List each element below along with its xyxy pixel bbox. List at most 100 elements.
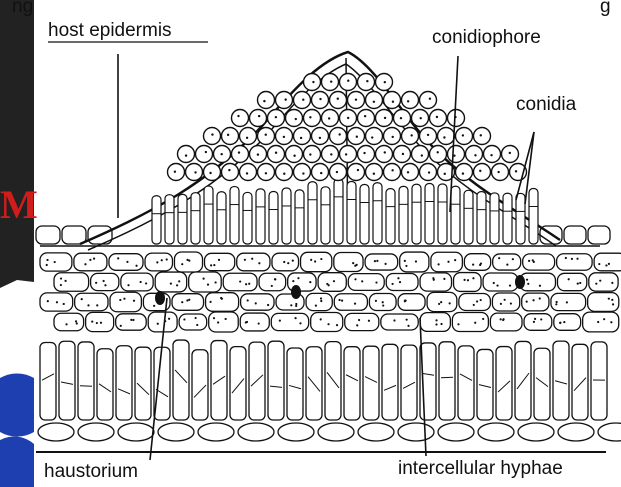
conidium bbox=[196, 146, 213, 163]
palisade-cell-wall bbox=[441, 377, 453, 378]
conidium bbox=[240, 128, 257, 145]
cell-content-dot bbox=[258, 262, 260, 264]
mesophyll-cell bbox=[520, 273, 556, 291]
cell-content-dot bbox=[292, 259, 294, 261]
cell-content-dot bbox=[509, 284, 511, 286]
upper-epidermis-cell bbox=[564, 226, 586, 244]
cell-content-dot bbox=[47, 300, 49, 302]
conidium-nucleus-dot bbox=[246, 172, 248, 174]
conidiophore bbox=[321, 187, 330, 244]
cell-content-dot bbox=[327, 323, 329, 325]
cell-content-dot bbox=[443, 278, 445, 280]
cell-content-dot bbox=[449, 302, 451, 304]
palisade-cell bbox=[268, 341, 284, 420]
conidium-nucleus-dot bbox=[407, 100, 409, 102]
cell-content-dot bbox=[608, 298, 610, 300]
conidium bbox=[304, 110, 321, 127]
label-haustorium: haustorium bbox=[44, 461, 138, 482]
cell-content-dot bbox=[64, 280, 66, 282]
cell-content-dot bbox=[65, 323, 67, 325]
cell-content-dot bbox=[244, 259, 246, 261]
palisade-cell bbox=[439, 342, 455, 420]
cell-content-dot bbox=[432, 277, 434, 279]
conidium-nucleus-dot bbox=[258, 115, 260, 117]
conidium bbox=[420, 92, 437, 109]
cell-content-dot bbox=[576, 258, 578, 260]
conidium bbox=[448, 146, 465, 163]
leaf-tissue-drawing bbox=[36, 226, 621, 452]
conidium-nucleus-dot bbox=[337, 97, 339, 99]
cell-content-dot bbox=[213, 264, 215, 266]
cell-content-dot bbox=[368, 320, 370, 322]
cell-content-dot bbox=[532, 299, 534, 301]
label-intercellular-hyphae: intercellular hyphae bbox=[398, 458, 563, 479]
conidium-nucleus-dot bbox=[497, 171, 499, 173]
mesophyll-cell bbox=[155, 272, 187, 292]
conidium-nucleus-dot bbox=[462, 134, 464, 136]
palisade-cell bbox=[40, 342, 56, 420]
cell-content-dot bbox=[406, 319, 408, 321]
cell-content-dot bbox=[393, 319, 395, 321]
conidium bbox=[430, 146, 447, 163]
conidium-nucleus-dot bbox=[174, 171, 176, 173]
cell-content-dot bbox=[480, 299, 482, 301]
conidium-nucleus-dot bbox=[364, 115, 366, 117]
lower-epidermis-cell bbox=[438, 423, 474, 441]
cell-content-dot bbox=[399, 281, 401, 283]
mesophyll-cell bbox=[334, 294, 367, 311]
cell-content-dot bbox=[170, 283, 172, 285]
conidiophore bbox=[295, 190, 304, 244]
cell-content-dot bbox=[415, 260, 417, 262]
conidium bbox=[358, 74, 375, 91]
conidiophore bbox=[438, 184, 447, 244]
label-host-epidermis: host epidermis bbox=[48, 20, 172, 41]
cell-content-dot bbox=[135, 265, 137, 267]
cell-content-dot bbox=[404, 260, 406, 262]
conidiophore bbox=[334, 179, 343, 244]
conidium-nucleus-dot bbox=[363, 152, 365, 154]
conidium bbox=[474, 128, 491, 145]
cell-content-dot bbox=[528, 260, 530, 262]
mesophyll-cell bbox=[345, 313, 379, 330]
conidium bbox=[286, 110, 303, 127]
cell-content-dot bbox=[493, 282, 495, 284]
cell-content-dot bbox=[404, 300, 406, 302]
cell-content-dot bbox=[463, 279, 465, 281]
cell-content-dot bbox=[440, 323, 442, 325]
cell-content-dot bbox=[314, 260, 316, 262]
cell-content-dot bbox=[168, 318, 170, 320]
conidium-nucleus-dot bbox=[194, 171, 196, 173]
conidium-nucleus-dot bbox=[319, 137, 321, 139]
mesophyll-cell bbox=[209, 312, 239, 332]
palisade-cell bbox=[382, 344, 398, 420]
conidium-nucleus-dot bbox=[246, 137, 248, 139]
mesophyll-cell bbox=[557, 254, 592, 271]
conidiophore bbox=[308, 182, 317, 244]
mesophyll-cell bbox=[594, 253, 621, 271]
cell-content-dot bbox=[598, 263, 600, 265]
cell-content-dot bbox=[472, 277, 474, 279]
mesophyll-cell bbox=[75, 293, 108, 311]
conidiophore bbox=[360, 184, 369, 244]
conidiophore bbox=[191, 193, 200, 244]
cell-content-dot bbox=[133, 300, 135, 302]
conidium bbox=[366, 92, 383, 109]
conidium-nucleus-dot bbox=[283, 136, 285, 138]
mesophyll-cell bbox=[420, 273, 451, 291]
conidiophore bbox=[347, 181, 356, 244]
cell-content-dot bbox=[295, 305, 297, 307]
cell-content-dot bbox=[500, 303, 502, 305]
cell-content-dot bbox=[245, 321, 247, 323]
cell-content-dot bbox=[294, 317, 296, 319]
palisade-cell bbox=[154, 347, 170, 420]
conidium bbox=[286, 146, 303, 163]
mesophyll-cell bbox=[398, 294, 425, 311]
conidium-nucleus-dot bbox=[238, 151, 240, 153]
cell-content-dot bbox=[611, 299, 613, 301]
conidium bbox=[466, 146, 483, 163]
cell-content-dot bbox=[356, 324, 358, 326]
conidium bbox=[358, 110, 375, 127]
cell-content-dot bbox=[555, 303, 557, 305]
conidium bbox=[484, 146, 501, 163]
palisade-cell bbox=[496, 347, 512, 420]
